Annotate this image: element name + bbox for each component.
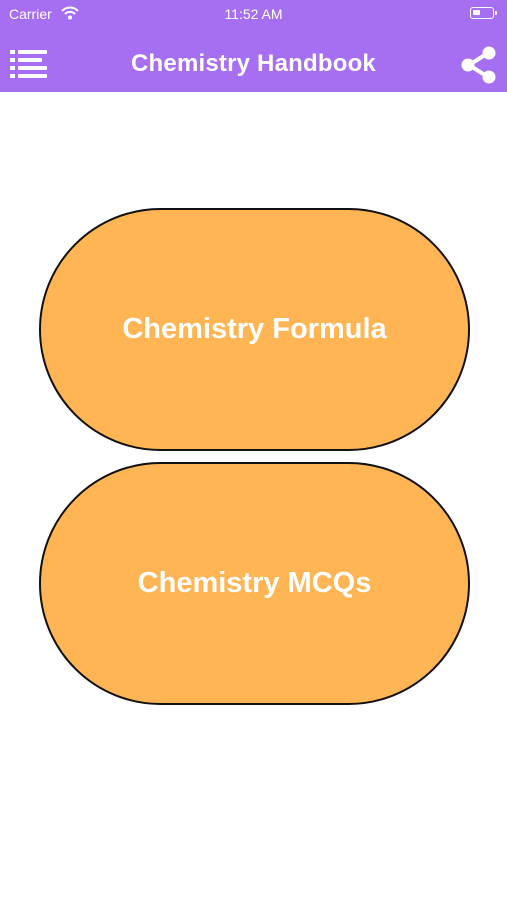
status-bar: Carrier 11:52 AM xyxy=(0,0,507,28)
chemistry-mcqs-button[interactable]: Chemistry MCQs xyxy=(39,462,470,705)
share-icon[interactable] xyxy=(459,45,499,85)
wifi-icon xyxy=(61,6,79,20)
page-title: Chemistry Handbook xyxy=(131,50,376,77)
carrier-label: Carrier xyxy=(9,6,52,22)
battery-icon xyxy=(470,7,494,19)
list-menu-icon[interactable] xyxy=(9,48,49,78)
status-time: 11:52 AM xyxy=(224,6,283,22)
battery-tip xyxy=(495,11,497,15)
battery-level xyxy=(473,10,480,15)
chemistry-formula-label: Chemistry Formula xyxy=(122,313,387,345)
top-bar: Carrier 11:52 AM Chemistry Handbook xyxy=(0,0,507,92)
chemistry-mcqs-label: Chemistry MCQs xyxy=(137,567,372,599)
navigation-bar: Chemistry Handbook xyxy=(0,28,507,92)
chemistry-formula-button[interactable]: Chemistry Formula xyxy=(39,208,470,451)
